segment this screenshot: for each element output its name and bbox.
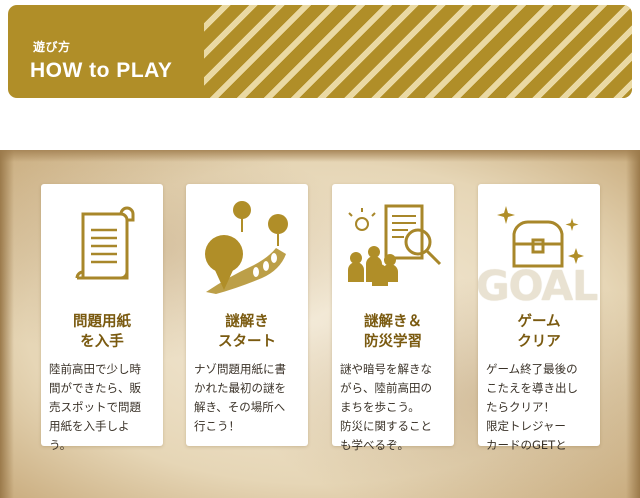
document-magnifier-people-icon xyxy=(332,196,454,296)
step-card-get-sheet: 問題用紙 を入手 陸前高田で少し時 間ができたら、販 売スポットで問題 用紙を入… xyxy=(41,184,163,452)
banner-stripes xyxy=(204,5,632,98)
map-pins-footsteps-icon xyxy=(186,196,308,296)
step-description: 謎や暗号を解きな がら、陸前高田の まちを歩こう。 防災に関すること も学べるぞ… xyxy=(340,362,432,452)
step-title: 謎解き スタート xyxy=(218,314,276,350)
scroll-icon xyxy=(41,196,163,296)
step-title: 問題用紙 を入手 xyxy=(73,314,131,350)
step-card-game-clear: ゲーム クリア ゲーム終了最後の こたえを導き出し たらクリア！ 限定トレジャー… xyxy=(478,184,600,452)
parchment-edge-top xyxy=(0,150,640,162)
banner-subtitle: 遊び方 xyxy=(33,40,71,54)
treasure-chest-icon xyxy=(478,196,600,296)
step-description: ゲーム終了最後の こたえを導き出し たらクリア！ 限定トレジャー カードのGET… xyxy=(486,362,578,452)
how-to-play-banner: 遊び方 HOW to PLAY xyxy=(8,5,632,98)
step-title: 謎解き＆ 防災学習 xyxy=(364,314,422,350)
step-card-puzzle-and-disaster-learning: 謎解き＆ 防災学習 謎や暗号を解きな がら、陸前高田の まちを歩こう。 防災に関… xyxy=(332,184,454,452)
step-card-start-puzzle: 謎解き スタート ナゾ問題用紙に書 かれた最初の謎を 解き、その場所へ 行こう！ xyxy=(186,184,308,446)
parchment-edge-left xyxy=(0,150,14,498)
banner-title: HOW to PLAY xyxy=(30,59,173,82)
step-description: ナゾ問題用紙に書 かれた最初の謎を 解き、その場所へ 行こう！ xyxy=(194,362,286,433)
goal-text: GOAL xyxy=(476,262,598,310)
step-description: 陸前高田で少し時 間ができたら、販 売スポットで問題 用紙を入手しよ う。 xyxy=(49,362,141,452)
step-title: ゲーム クリア xyxy=(517,314,561,350)
parchment-edge-right xyxy=(626,150,640,498)
